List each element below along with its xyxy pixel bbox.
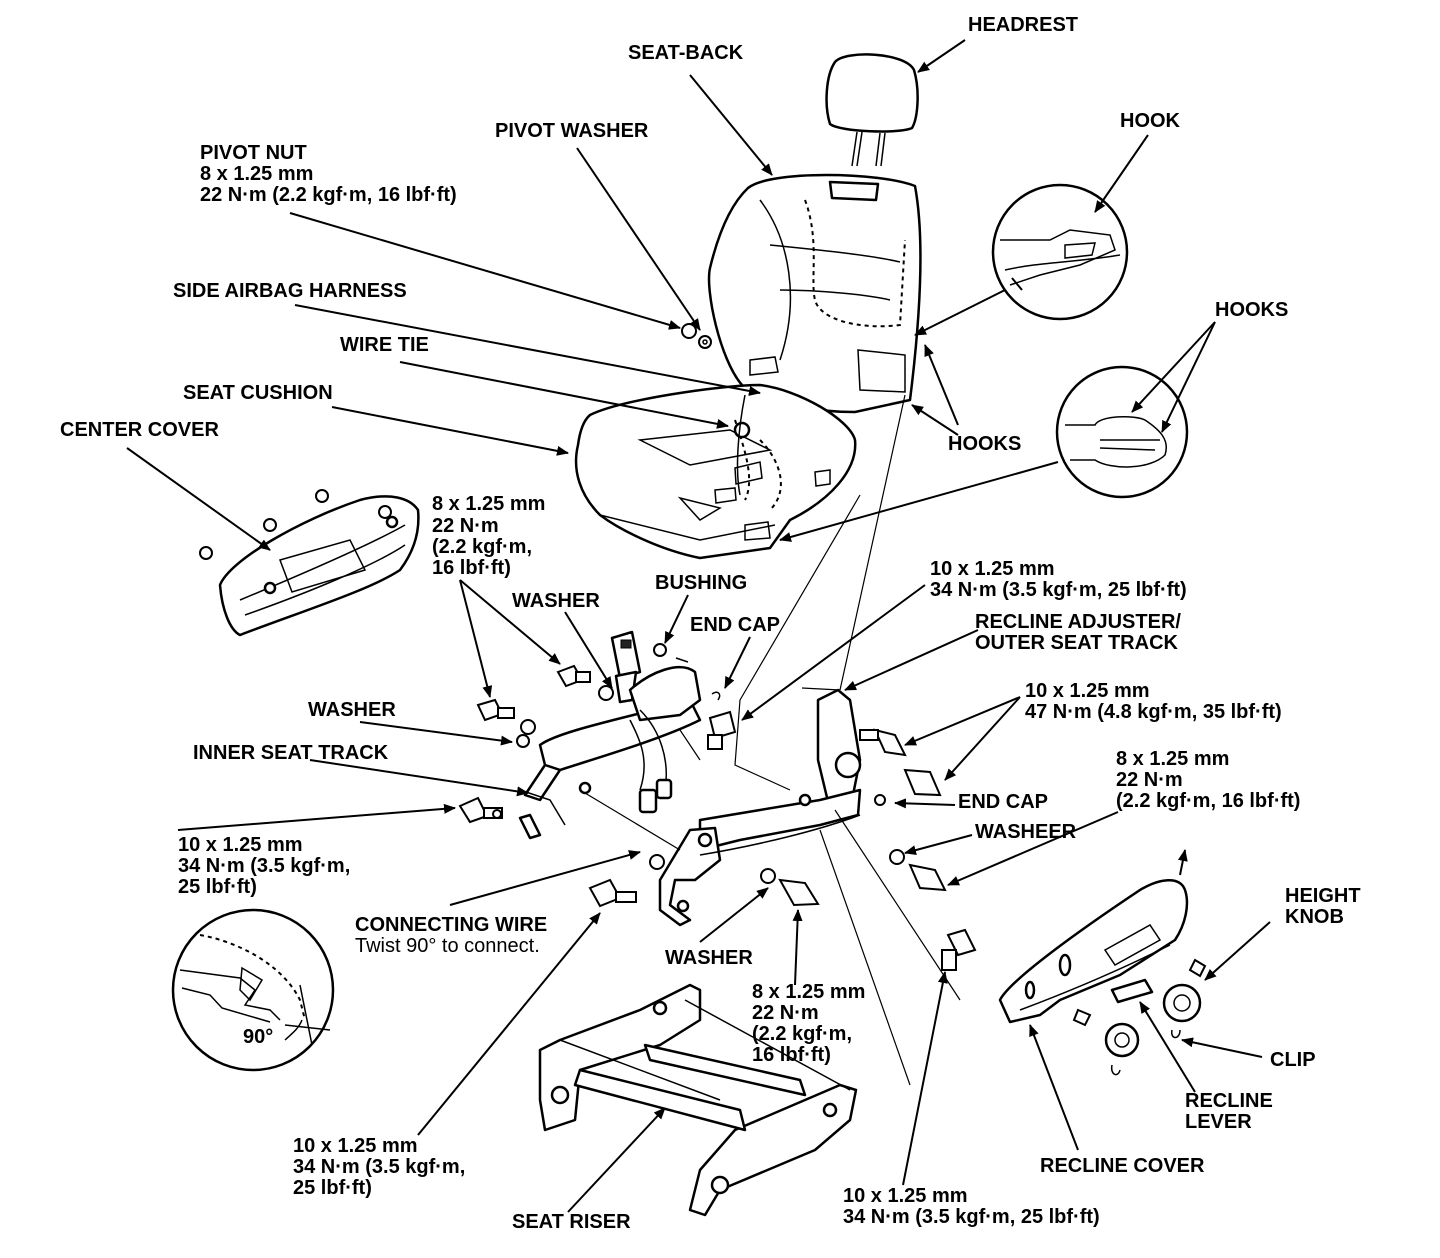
- label-wire-tie: WIRE TIE: [340, 334, 429, 356]
- label-bolt-mid-8-kgf: (2.2 kgf·m,: [752, 1023, 852, 1045]
- label-angle: 90°: [243, 1026, 273, 1048]
- label-bolt-cover-lbf: 16 lbf·ft): [432, 557, 511, 579]
- inner-seat-track-part: [518, 666, 702, 840]
- label-bolt-right-8-torque: 22 N·m: [1116, 769, 1183, 791]
- label-bolt-cover-torque: 22 N·m: [432, 515, 499, 537]
- leader-lines: [126, 39, 1271, 1213]
- label-bolt-mid-8-size: 8 x 1.25 mm: [752, 981, 865, 1003]
- recline-lever-part: [1110, 978, 1154, 1004]
- label-pivot-washer: PIVOT WASHER: [495, 120, 649, 142]
- label-seat-back: SEAT-BACK: [628, 42, 744, 64]
- label-bolt-riser-torque: 34 N·m (3.5 kgf·m,: [293, 1156, 465, 1178]
- label-bolt-left-10-lbf: 25 lbf·ft): [178, 876, 257, 898]
- label-bolt-left-10-size: 10 x 1.25 mm: [178, 834, 303, 856]
- label-washer-top: WASHER: [512, 590, 600, 612]
- label-center-cover: CENTER COVER: [60, 419, 219, 441]
- label-bolt-cover-size: 8 x 1.25 mm: [432, 493, 545, 515]
- label-pivot-nut-size: 8 x 1.25 mm: [200, 163, 313, 185]
- hooks-detail: [1055, 365, 1189, 499]
- label-bolt-47-torque: 47 N·m (4.8 kgf·m, 35 lbf·ft): [1025, 701, 1282, 723]
- label-outer-seat-track: OUTER SEAT TRACK: [975, 632, 1179, 654]
- label-end-cap-top: END CAP: [690, 614, 780, 636]
- label-seat-riser: SEAT RISER: [512, 1211, 631, 1233]
- label-washeer: WASHEER: [975, 821, 1077, 843]
- label-inner-seat-track: INNER SEAT TRACK: [193, 742, 389, 764]
- bolts-and-washers: [458, 323, 1207, 1027]
- center-cover-screws: [199, 489, 392, 560]
- label-bolt-recline-size: 10 x 1.25 mm: [930, 558, 1055, 580]
- seat-riser-part: [538, 983, 858, 1217]
- label-pivot-nut-torque: 22 N·m (2.2 kgf·m, 16 lbf·ft): [200, 184, 457, 206]
- label-height-knob-2: KNOB: [1285, 906, 1344, 928]
- center-cover-part: [218, 495, 420, 637]
- label-connecting-wire-note: Twist 90° to connect.: [355, 935, 540, 957]
- label-recline-adjuster: RECLINE ADJUSTER/: [975, 611, 1181, 633]
- label-bolt-right-8-size: 8 x 1.25 mm: [1116, 748, 1229, 770]
- seat-cushion-part: [574, 383, 857, 560]
- label-bolt-47-size: 10 x 1.25 mm: [1025, 680, 1150, 702]
- label-bushing: BUSHING: [655, 572, 747, 594]
- label-end-cap-right: END CAP: [958, 791, 1048, 813]
- label-seat-cushion: SEAT CUSHION: [183, 382, 333, 404]
- label-connecting-wire: CONNECTING WIRE: [355, 914, 547, 936]
- label-clip: CLIP: [1270, 1049, 1316, 1071]
- label-recline-lever: RECLINE: [1185, 1090, 1273, 1112]
- label-bolt-cover-kgf: (2.2 kgf·m,: [432, 536, 532, 558]
- label-height-knob: HEIGHT: [1285, 885, 1361, 907]
- height-knob-part: [1162, 983, 1202, 1023]
- label-recline-lever-2: LEVER: [1185, 1111, 1252, 1133]
- clip-part: [1171, 1029, 1181, 1039]
- recline-cover-part: [998, 879, 1189, 1024]
- hook-detail: [991, 183, 1129, 321]
- label-washer-bottom: WASHER: [665, 947, 753, 969]
- label-bolt-recline-torque: 34 N·m (3.5 kgf·m, 25 lbf·ft): [930, 579, 1187, 601]
- label-bolt-riser-lbf: 25 lbf·ft): [293, 1177, 372, 1199]
- label-bolt-bottom-size: 10 x 1.25 mm: [843, 1185, 968, 1207]
- label-bolt-riser-size: 10 x 1.25 mm: [293, 1135, 418, 1157]
- label-hook: HOOK: [1120, 110, 1181, 132]
- label-bolt-left-10-torque: 34 N·m (3.5 kgf·m,: [178, 855, 350, 877]
- seat-back-part: [707, 173, 922, 414]
- label-recline-cover: RECLINE COVER: [1040, 1155, 1205, 1177]
- headrest-part: [825, 53, 919, 167]
- label-hooks-lower: HOOKS: [948, 433, 1021, 455]
- outer-seat-track-part: [658, 688, 862, 927]
- labels: HEADREST SEAT-BACK HOOK PIVOT WASHER PIV…: [60, 14, 1361, 1233]
- label-bolt-bottom-torque: 34 N·m (3.5 kgf·m, 25 lbf·ft): [843, 1206, 1100, 1228]
- label-bolt-mid-8-lbf: 16 lbf·ft): [752, 1044, 831, 1066]
- label-pivot-nut: PIVOT NUT: [200, 142, 307, 164]
- connecting-wire-detail: [171, 908, 335, 1072]
- label-bolt-mid-8-torque: 22 N·m: [752, 1002, 819, 1024]
- label-hooks-upper: HOOKS: [1215, 299, 1288, 321]
- label-headrest: HEADREST: [968, 14, 1078, 36]
- label-bolt-right-8-kgf: (2.2 kgf·m, 16 lbf·ft): [1116, 790, 1300, 812]
- label-washer-left: WASHER: [308, 699, 396, 721]
- label-side-airbag-harness: SIDE AIRBAG HARNESS: [173, 280, 407, 302]
- knob-lower-part: [1104, 1022, 1140, 1076]
